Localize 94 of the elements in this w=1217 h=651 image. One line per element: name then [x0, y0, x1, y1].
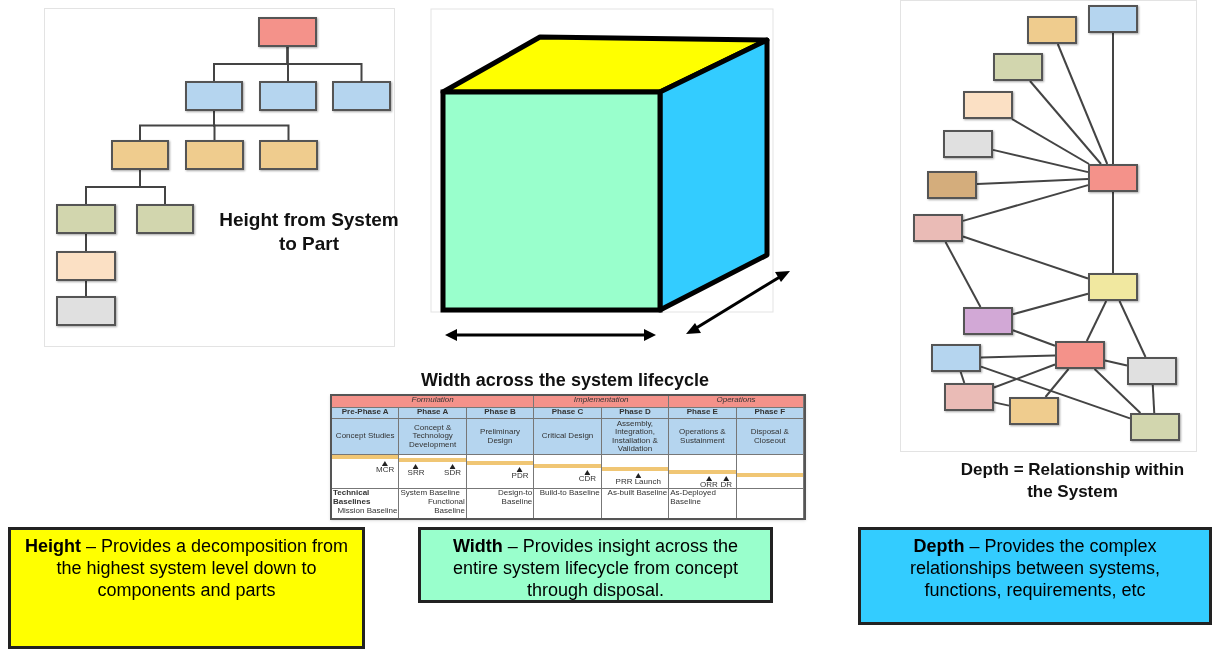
connector-line: [1012, 292, 1089, 316]
connector-line: [944, 241, 982, 308]
phase-group-header: Formulation: [332, 396, 535, 407]
org-box: [927, 171, 977, 199]
connector-line: [980, 365, 1131, 420]
milestone-label: ORR: [700, 481, 718, 490]
connector-line: [980, 354, 1056, 359]
description-text: Depth – Provides the complex relationships between systems, functions, requirements, etc: [908, 536, 1162, 602]
connector-line: [139, 169, 166, 205]
connector-line: [1104, 359, 1128, 367]
connector-line: [976, 178, 1089, 185]
org-box: [1130, 413, 1180, 441]
milestone-label: PDR: [511, 472, 529, 481]
org-box: [1009, 397, 1059, 425]
milestone-label: SRR: [407, 469, 425, 478]
connector-line: [993, 401, 1010, 407]
org-box: [56, 251, 116, 281]
connector-line: [1112, 32, 1114, 165]
baseline-label: Mission Baseline: [337, 506, 398, 516]
connector-line: [993, 363, 1056, 389]
description-text: Height – Provides a decomposition from the highest system level down to components and parts: [23, 536, 350, 602]
org-box: [944, 383, 994, 411]
axis-caption: Height from System to Part: [218, 208, 400, 256]
phase-header: Phase A: [399, 407, 467, 418]
org-box: [111, 140, 169, 170]
connector-line: [1029, 80, 1102, 165]
connector-line: [85, 280, 87, 297]
connector-line: [992, 148, 1089, 174]
org-box: [259, 81, 317, 111]
org-box: [185, 81, 243, 111]
baseline-label: As-built Baseline: [607, 489, 668, 498]
org-box: [1088, 164, 1138, 192]
phase-group-header: Implementation: [534, 396, 670, 407]
org-box: [1088, 273, 1138, 301]
org-box: [963, 91, 1013, 119]
connector-line: [1044, 368, 1070, 398]
connector-line: [1085, 300, 1108, 342]
milestone-label: MCR: [376, 466, 395, 475]
description-text: Width – Provides insight across the entire system lifecycle from concept through disposal.: [451, 536, 740, 602]
baseline-label: Build-to Baseline: [539, 489, 600, 498]
phase-group-header: Operations: [669, 396, 804, 407]
phase-header: Phase C: [534, 407, 602, 418]
connector-line: [1012, 329, 1056, 347]
baseline-label: Functional Baseline: [427, 497, 465, 516]
phase-description: Concept & Technology Development: [399, 418, 467, 454]
milestone-label: CDR: [578, 475, 597, 484]
baseline-label: As-Deployed Baseline: [670, 489, 717, 507]
org-box: [963, 307, 1013, 335]
phase-description: Operations & Sustainment: [669, 418, 737, 454]
org-box: [913, 214, 963, 242]
description-box: [858, 527, 1212, 625]
connector-line: [286, 46, 363, 82]
connector-line: [1056, 43, 1109, 165]
connector-line: [1112, 191, 1114, 274]
org-box: [258, 17, 317, 47]
description-box: [8, 527, 365, 649]
connector-line: [1118, 300, 1147, 358]
org-box: [1127, 357, 1177, 385]
org-box: [943, 130, 993, 158]
milestone-label: SDR: [444, 469, 461, 478]
org-box: [1055, 341, 1105, 369]
phase-description: Critical Design: [534, 418, 602, 454]
phase-header: Phase F: [736, 407, 804, 418]
org-box: [56, 296, 116, 326]
connector-line: [1151, 384, 1156, 414]
connector-line: [962, 184, 1089, 222]
connector-line: [213, 110, 290, 141]
baseline-label: Design-to Baseline: [497, 489, 533, 507]
connector-line: [1010, 118, 1091, 165]
org-box: [259, 140, 318, 170]
description-box: [418, 527, 773, 603]
connector-line: [962, 235, 1089, 280]
org-box: [56, 204, 116, 234]
org-box: [136, 204, 194, 234]
milestone-label: DR: [720, 481, 733, 490]
phase-header: Phase E: [669, 407, 737, 418]
org-box: [1088, 5, 1138, 33]
org-box: [1027, 16, 1077, 44]
connector-line: [85, 233, 87, 252]
axis-caption: Width across the system lifecycle: [420, 370, 710, 392]
phase-description: Concept Studies: [332, 418, 400, 454]
phase-description: Preliminary Design: [466, 418, 535, 454]
org-box: [931, 344, 981, 372]
org-box: [185, 140, 244, 170]
axis-caption: Depth = Relationship within the System: [959, 459, 1186, 504]
phase-description: Assembly, Integration, Installation & Validation: [601, 418, 670, 454]
milestone-label: PRR Launch: [615, 478, 661, 487]
org-box: [993, 53, 1043, 81]
connector-line: [1093, 368, 1142, 414]
connector-line: [959, 371, 966, 384]
org-box: [332, 81, 391, 111]
phase-description: Disposal & Closeout: [736, 418, 804, 454]
baseline-label: System Baseline: [400, 489, 460, 498]
baseline-label: Technical Baselines: [333, 489, 372, 507]
